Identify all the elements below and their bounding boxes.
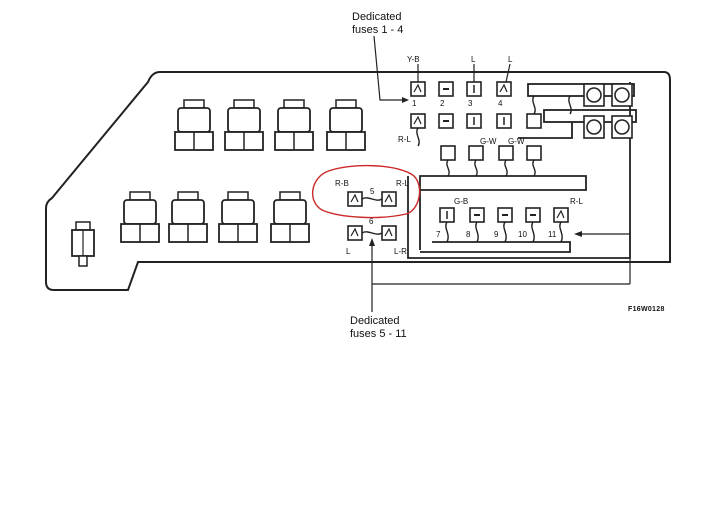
fuse-7-number: 7 [436,230,441,239]
fuse-3: L 3 [466,55,482,129]
fuse-slot [526,113,542,129]
fuse-4: L 4 [496,55,513,129]
fuse-row-wires [445,221,563,243]
fuse-5-left-wire-label: R-B [335,179,349,188]
fuse-6-left-wire-label: L [346,247,351,256]
fuse-6-right-wire-label: L-R [394,247,407,256]
fuse-7-top-wire-label: G-B [454,197,468,206]
callout-bottom-line2: fuses 5 - 11 [350,328,407,340]
connector-plug [71,221,95,267]
highlight-circle [312,164,421,219]
relay [270,191,310,243]
fuse-slot-row [440,145,542,161]
fuse-1-bottom-wire-label: R-L [398,135,411,144]
fuse-1-top-wire-label: Y-B [407,55,420,64]
fuse-7: G-B 7 [436,197,468,239]
fuse-10-number: 10 [518,230,527,239]
fuse-2-number: 2 [440,99,445,108]
fuse-2: 2 [438,81,454,129]
callout-top-line2: fuses 1 - 4 [352,24,403,36]
jumper-wires [416,95,572,177]
fuse-3-top-wire-label: L [471,55,476,64]
relay [274,99,314,151]
fuse-1: Y-B 1 R-L [398,55,426,144]
callout-arrow-icon [369,231,631,312]
fuse-5-number: 5 [370,187,375,196]
fuse-6-number: 6 [369,217,374,226]
fuse-11-number: 11 [548,230,557,239]
callout-bottom-line1: Dedicated [350,315,400,327]
fuse-3-number: 3 [468,99,473,108]
fuse-8: 8 [466,207,485,239]
relay [218,191,258,243]
relay [120,191,160,243]
fuse-6: 6 L L-R [346,217,407,256]
fuse-4-top-wire-label: L [508,55,513,64]
wire-label-g-w: G-W [480,137,497,146]
terminal-studs [583,83,633,139]
fuse-9-number: 9 [494,230,499,239]
relay [174,99,214,151]
callout-top-line1: Dedicated [352,11,402,23]
wire-label-g-w: G-W [508,137,525,146]
fuse-block-outline [45,71,671,291]
fuse-10: 10 [518,207,541,239]
fuse-8-number: 8 [466,230,471,239]
fuse-5: R-B R-L 5 [335,179,409,207]
fuse-5-right-wire-label: R-L [396,179,409,188]
callout-arrow-icon [373,35,409,103]
fuse-4-number: 4 [498,99,503,108]
relay [224,99,264,151]
fuse-11-top-wire-label: R-L [570,197,583,206]
fuse-9: 9 [494,207,513,239]
figure-code: F16W0128 [628,306,665,313]
relay [168,191,208,243]
fuse-1-number: 1 [412,99,417,108]
relay [326,99,366,151]
